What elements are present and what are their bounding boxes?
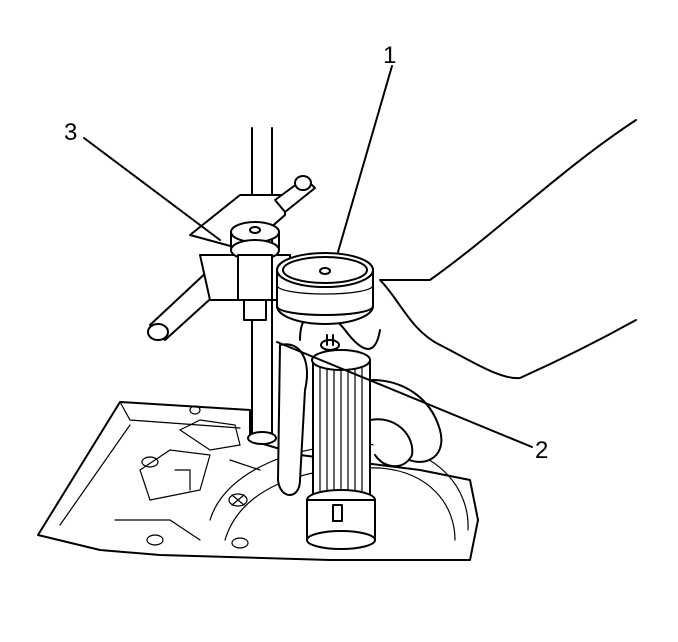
leader-line-3 (83, 137, 221, 241)
dial-gauge-cap (276, 252, 374, 325)
callout-label-3: 3 (64, 119, 78, 146)
callout-label-1: 1 (383, 42, 397, 69)
hand-right (277, 119, 637, 496)
splined-shaft (306, 334, 376, 550)
leader-line-1 (337, 65, 393, 253)
leader-line-2 (276, 341, 533, 448)
dial-indicator-clamp (147, 175, 316, 341)
callout-label-2: 2 (535, 437, 549, 464)
